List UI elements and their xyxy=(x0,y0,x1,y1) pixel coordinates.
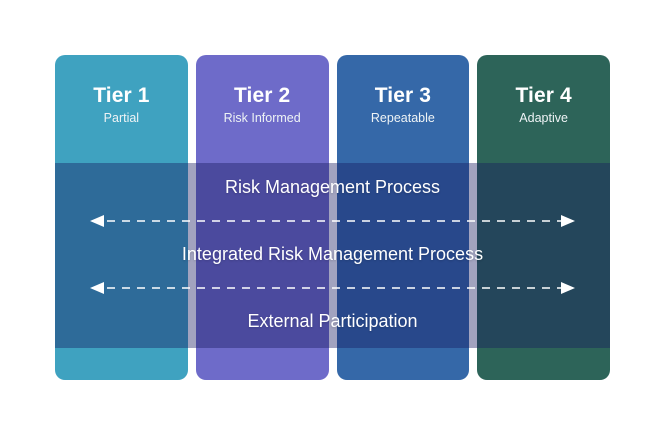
tier-subtitle: Partial xyxy=(103,111,140,126)
tier-subtitle: Adaptive xyxy=(519,111,568,126)
tier-title: Tier 2 xyxy=(234,84,291,107)
tier-subtitle: Risk Informed xyxy=(223,111,301,126)
tier-card-1[interactable]: Tier 1 Partial xyxy=(55,55,188,380)
tier-cards-row: Tier 1 Partial Tier 2 Risk Informed Tier… xyxy=(55,55,610,380)
tier-card-4[interactable]: Tier 4 Adaptive xyxy=(477,55,610,380)
tier-card-2[interactable]: Tier 2 Risk Informed xyxy=(195,55,329,380)
tier-subtitle: Repeatable xyxy=(370,111,435,126)
tier-card-3[interactable]: Tier 3 Repeatable xyxy=(336,55,470,380)
tier-title: Tier 3 xyxy=(374,84,431,107)
tier-title: Tier 4 xyxy=(515,84,572,107)
tier-title: Tier 1 xyxy=(93,84,150,107)
